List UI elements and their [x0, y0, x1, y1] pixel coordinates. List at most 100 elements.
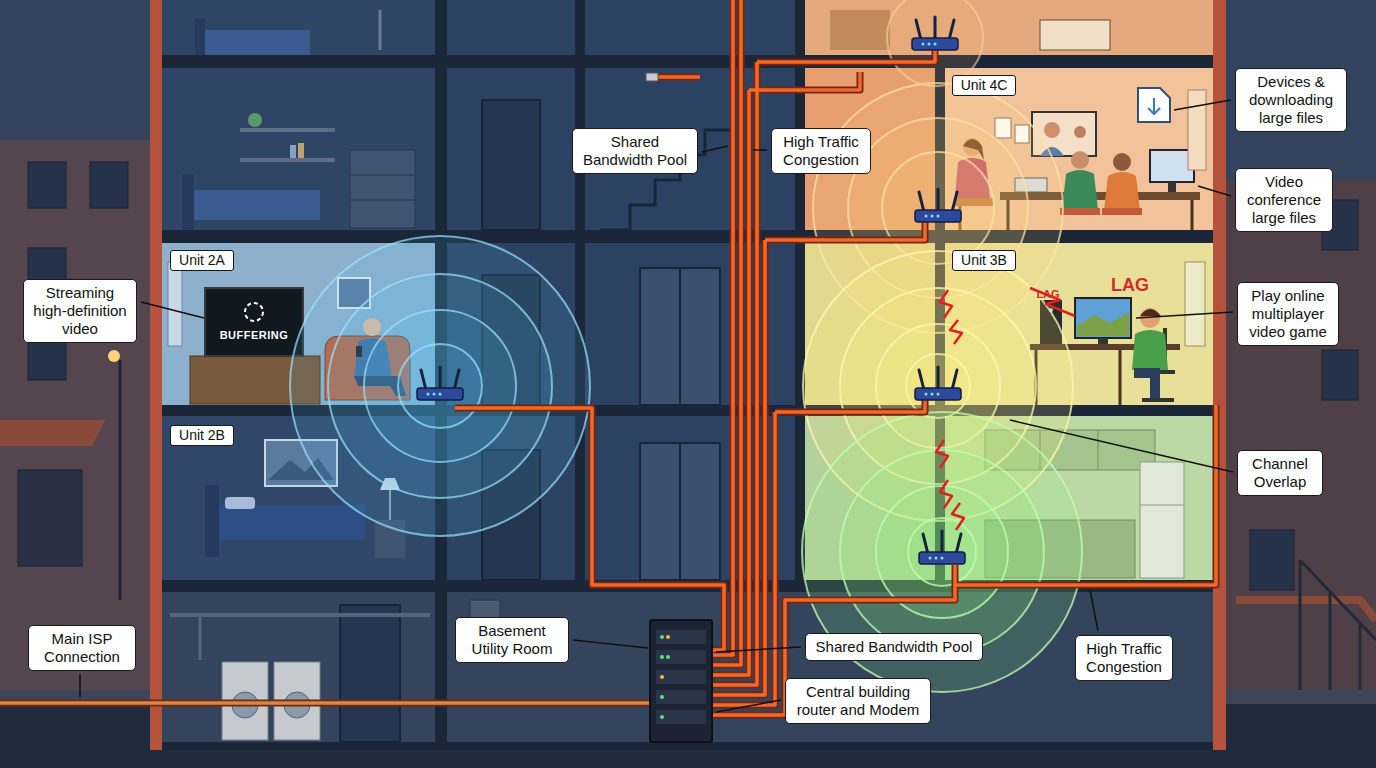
callout-box: Channel Overlap [1237, 450, 1323, 496]
apartment-furniture [168, 262, 182, 346]
wifi-signal-rings [290, 236, 590, 536]
network-cables [455, 408, 724, 650]
network-cables [656, 75, 700, 79]
network-cables [0, 0, 1216, 715]
hallway-doors [640, 268, 720, 405]
apartment-furniture [350, 200, 415, 201]
office-and-game-room [1060, 208, 1100, 215]
callout-text: Devices & downloading large files [1242, 73, 1340, 127]
office-and-game-room [1185, 262, 1205, 346]
neighbor-building-right [1226, 180, 1376, 700]
apartment-furniture [205, 485, 219, 557]
neighbor-building-left [0, 140, 150, 700]
callout-box: Streaming high-definition video [23, 279, 137, 343]
rooms [585, 0, 795, 55]
building-frame [1213, 0, 1226, 750]
leader-line [1198, 186, 1231, 196]
wifi-signal-rings [290, 236, 590, 536]
neighbor-building-left [0, 420, 105, 446]
network-cables [712, 0, 741, 665]
rooms [447, 0, 575, 55]
central-router-rack [656, 710, 706, 724]
apartment-furniture [240, 158, 335, 162]
office-and-game-room [1044, 122, 1060, 138]
central-router-rack [666, 635, 670, 639]
callout-box: Shared Bandwidth Pool [572, 128, 698, 174]
network-cables [0, 700, 650, 707]
wifi-signal-rings [802, 412, 1082, 692]
lag-warning: LAG [1100, 275, 1160, 296]
leader-line [79, 674, 81, 697]
apartment-furniture [350, 175, 415, 176]
wifi-router [915, 189, 961, 222]
network-cables [712, 405, 1216, 715]
neighbor-building-left [90, 162, 128, 208]
apartment-furniture [170, 613, 430, 617]
rooms [447, 68, 575, 230]
hallway-doors [640, 443, 720, 580]
office-and-game-room [1134, 368, 1160, 398]
building-frame [150, 0, 1226, 750]
unit-label: Unit 2A [170, 250, 234, 271]
office-and-game-room [1098, 430, 1099, 470]
apartment-furniture [199, 615, 202, 660]
office-and-game-room [1077, 312, 1129, 336]
wifi-signal-rings [802, 412, 1082, 692]
rooms [162, 0, 435, 55]
wifi-signal-rings [364, 310, 516, 462]
wifi-signal-rings [906, 354, 970, 418]
office-and-game-room [1102, 208, 1142, 215]
network-cables [712, 0, 733, 655]
leader-line [753, 149, 767, 151]
office-and-game-room [1119, 350, 1122, 405]
leader-line [1136, 312, 1233, 318]
callout-text: Unit 2B [176, 427, 228, 444]
neighbor-building-left [28, 162, 66, 208]
network-cables [656, 74, 700, 81]
apartment-furniture [225, 497, 255, 509]
apartment-furniture [215, 505, 365, 540]
office-and-game-room [1104, 172, 1140, 210]
callout-box: Devices & downloading large files [1235, 68, 1347, 132]
callout-text: Shared Bandwidth Pool [812, 638, 976, 656]
callout-text: Shared Bandwidth Pool [579, 133, 691, 169]
neighbor-building-left [119, 360, 122, 600]
office-and-game-room [1040, 20, 1110, 50]
leader-line [716, 647, 801, 652]
network-cables [712, 405, 1216, 715]
interference-sparks [936, 288, 1075, 530]
leader-line [702, 146, 728, 152]
central-router-rack [656, 670, 706, 684]
apartment-furniture [290, 145, 296, 158]
network-cables [0, 0, 1216, 715]
central-router-rack [660, 635, 664, 639]
central-router-rack [660, 655, 664, 659]
apartment-furniture [200, 30, 310, 55]
network-cables [712, 0, 733, 655]
network-cables [712, 48, 935, 685]
interference-sparks [950, 320, 962, 344]
callout-text: Channel Overlap [1244, 455, 1316, 491]
hallway-doors [482, 100, 540, 230]
neighbor-building-right [1300, 560, 1376, 690]
building-frame [150, 0, 1226, 750]
interference-sparks [940, 290, 952, 318]
callout-box: Play online multiplayer video game [1237, 282, 1339, 346]
rooms [162, 592, 435, 742]
callout-text: Main ISP Connection [35, 630, 129, 666]
callout-box: High Traffic Congestion [771, 128, 871, 174]
apartment-furniture [195, 18, 205, 55]
leader-line [716, 700, 781, 712]
office-and-game-room [1188, 90, 1206, 170]
wifi-router [417, 17, 965, 564]
callout-box: Main ISP Connection [28, 625, 136, 671]
leader-line [1010, 420, 1233, 472]
central-router-rack [650, 620, 712, 742]
office-and-game-room [1071, 151, 1089, 169]
office-and-game-room [1168, 182, 1176, 192]
rooms [162, 68, 435, 230]
neighbor-building-right [1226, 180, 1376, 700]
interference-sparks [936, 440, 948, 468]
callout-box: Central building router and Modem [785, 678, 931, 724]
